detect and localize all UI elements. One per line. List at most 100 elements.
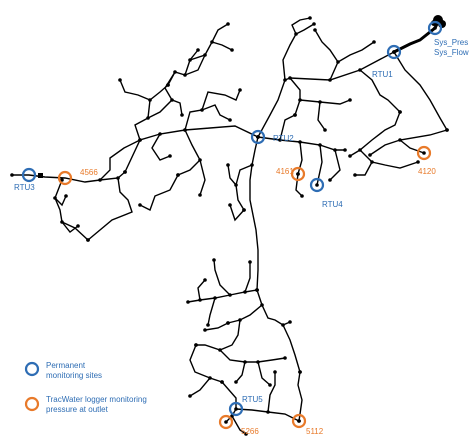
pipe-segment	[164, 71, 176, 101]
pipe-node	[256, 360, 260, 364]
logger-4566-marker[interactable]	[57, 170, 73, 186]
pipe-node	[123, 170, 127, 174]
pipe-node	[228, 203, 232, 207]
pipe-node	[294, 32, 298, 36]
pipe-node	[370, 160, 374, 164]
pipe-segment	[329, 41, 375, 81]
pipe-node	[268, 383, 272, 387]
pipe-node	[53, 196, 57, 200]
pipe-node	[218, 348, 222, 352]
pipe-node	[168, 154, 172, 158]
valve-icon	[38, 173, 43, 178]
pipe-node	[250, 163, 254, 167]
pipe-segment	[204, 322, 229, 331]
pipe-node	[198, 158, 202, 162]
pipe-node	[212, 258, 216, 262]
pipe-segment	[393, 51, 448, 131]
pipe-node	[226, 321, 230, 325]
pipe-segment	[291, 17, 311, 35]
legend: Permanent monitoring sites TracWater log…	[24, 361, 147, 414]
logger-4161-marker[interactable]	[290, 166, 306, 182]
pipe-segment	[189, 23, 229, 61]
rtu5-marker[interactable]	[228, 401, 244, 417]
pipe-segment	[184, 54, 206, 76]
pipe-node	[298, 98, 302, 102]
pipe-node	[298, 140, 302, 144]
logger-4161-label: 4161	[276, 167, 294, 176]
pipe-node	[118, 78, 122, 82]
pipe-node	[230, 48, 234, 52]
pipe-segment	[11, 171, 126, 183]
pipe-node	[266, 410, 270, 414]
pipe-node	[243, 290, 247, 294]
pipe-node	[372, 40, 376, 44]
logger-4120-marker[interactable]	[416, 145, 432, 161]
pipe-segment	[299, 99, 351, 105]
pipe-segment	[119, 79, 151, 101]
rtu3-marker[interactable]	[21, 167, 37, 183]
pipe-node	[208, 376, 212, 380]
legend-permanent-symbol	[24, 361, 40, 377]
legend-tracwater-line1: TracWater logger monitoring	[46, 395, 147, 404]
pipe-node	[318, 143, 322, 147]
pipe-node	[283, 78, 287, 82]
pipe-node	[188, 58, 192, 62]
rtu1-label: RTU1	[372, 70, 393, 79]
pipe-node	[358, 148, 362, 152]
logger-5112-label: 5112	[306, 427, 324, 436]
pipe-segment	[167, 49, 199, 86]
pipe-node	[234, 407, 238, 411]
pipe-segment	[211, 41, 233, 51]
pipe-node	[180, 113, 184, 117]
pipe-node	[260, 303, 264, 307]
pipe-node	[116, 176, 120, 180]
legend-tracwater-line2: pressure at outlet	[46, 405, 109, 414]
pipe-segment	[61, 221, 79, 233]
logger-5112-marker[interactable]	[291, 413, 307, 429]
pipe-junctions	[10, 16, 449, 436]
pipe-node	[281, 323, 285, 327]
pipe-segment	[257, 361, 271, 386]
source-main	[392, 20, 440, 54]
pipe-node	[183, 73, 187, 77]
pipe-node	[198, 298, 202, 302]
rtu5-label: RTU5	[242, 395, 263, 404]
pipe-node	[170, 98, 174, 102]
sys-flow-label: Sys_Flow	[434, 48, 469, 57]
pipe-segment	[289, 77, 301, 116]
pipe-segment	[187, 289, 258, 303]
pipe-segment	[399, 139, 425, 154]
pipe-node	[76, 224, 80, 228]
pipe-node	[296, 172, 300, 176]
pipe-segment	[201, 89, 241, 111]
pipe-segment	[317, 101, 326, 131]
pipe-node	[60, 178, 64, 182]
pipe-segment	[151, 133, 171, 161]
pipe-node	[433, 26, 437, 30]
pipe-segment	[369, 129, 448, 156]
pipe-node	[138, 203, 142, 207]
pipe-node	[198, 193, 202, 197]
pipe-node	[226, 163, 230, 167]
pipe-segment	[297, 371, 303, 422]
legend-permanent-line1: Permanent	[46, 361, 86, 370]
pipe-node	[146, 116, 150, 120]
pipe-node	[206, 323, 210, 327]
pipe-node	[293, 113, 297, 117]
rtu1-marker[interactable]	[386, 44, 402, 60]
pipe-node	[336, 60, 340, 64]
pipe-node	[300, 194, 304, 198]
pipe-node	[248, 260, 252, 264]
pipe-node	[148, 98, 152, 102]
pipe-node	[318, 100, 322, 104]
rtu2-marker[interactable]	[250, 129, 266, 145]
legend-permanent-line2: monitoring sites	[46, 371, 102, 380]
pipe-node	[224, 420, 228, 424]
sys-pres-marker[interactable]	[427, 20, 443, 36]
pipe-node	[348, 154, 352, 158]
pipe-segment	[229, 204, 245, 222]
pipe-node	[273, 370, 277, 374]
rtu4-marker[interactable]	[309, 177, 325, 193]
pipe-node	[188, 394, 192, 398]
logger-5266-marker[interactable]	[218, 414, 234, 430]
